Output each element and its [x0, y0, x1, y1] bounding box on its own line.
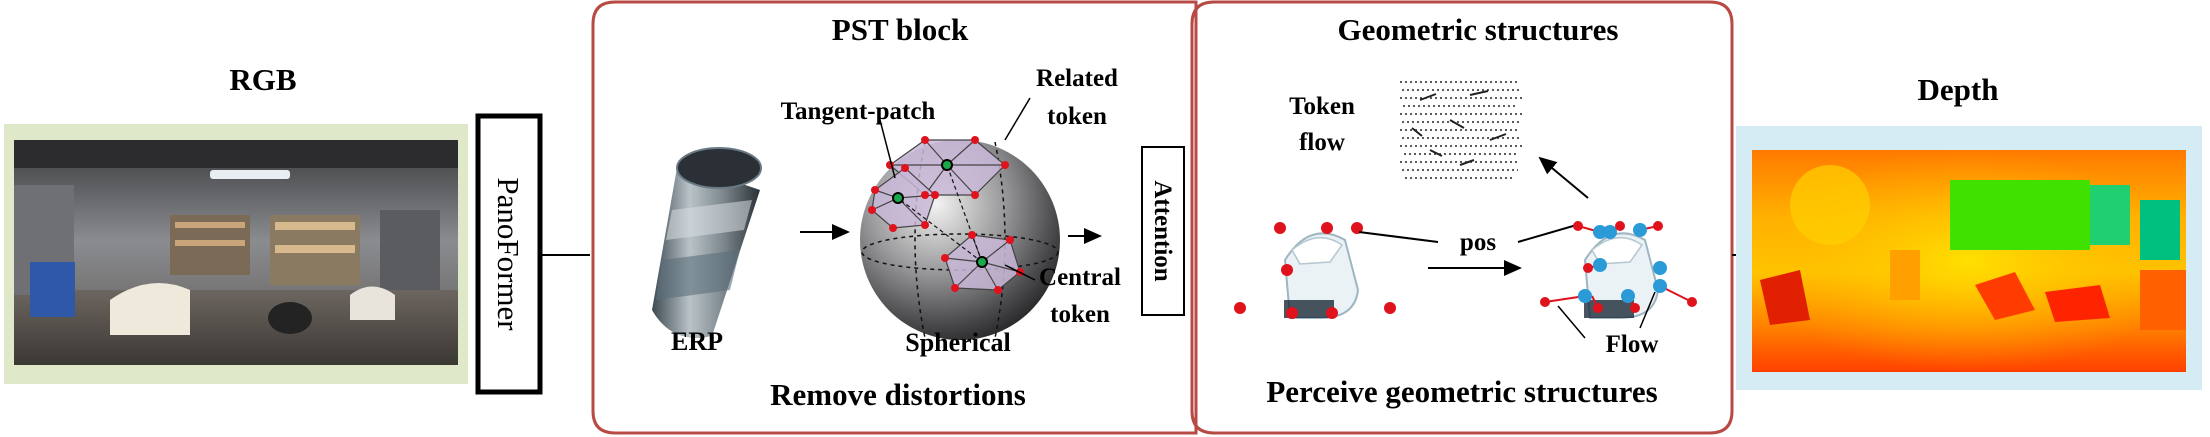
tangent-patch-callout	[879, 119, 896, 179]
spherical-projection	[860, 136, 1060, 340]
erp-cylinder-image	[652, 147, 762, 338]
central-token-label-line2: token	[1050, 301, 1110, 328]
token-flow-label-line1: Token	[1289, 93, 1355, 120]
flow-label: Flow	[1606, 331, 1659, 358]
attention-label: Attention	[1149, 180, 1176, 281]
rgb-title: RGB	[229, 62, 296, 97]
central-token-callout	[1004, 264, 1036, 281]
depth-map-image	[1736, 126, 2202, 390]
rgb-panorama-image	[4, 124, 468, 384]
tangent-patch-label: Tangent-patch	[781, 98, 936, 125]
flow-callout-left	[1557, 305, 1586, 339]
pst-block-title: PST block	[832, 12, 969, 47]
geometric-structures-title: Geometric structures	[1338, 12, 1619, 47]
central-token-label-line1: Central	[1039, 264, 1121, 291]
token-flow-label-line2: flow	[1299, 129, 1345, 156]
token-flow-field-image	[1396, 70, 1526, 190]
flow-callout-right	[1639, 291, 1656, 329]
pst-block-caption: Remove distortions	[770, 377, 1026, 412]
related-token-label-line2: token	[1047, 103, 1107, 130]
panoformer-label: PanoFormer	[491, 177, 526, 331]
attention-box: Attention	[1141, 146, 1185, 316]
spherical-label: Spherical	[905, 328, 1010, 357]
erp-label: ERP	[671, 327, 723, 356]
chair-initial-positions	[1234, 222, 1396, 319]
to-token-flow-arrow	[1538, 156, 1589, 199]
related-token-callout	[1004, 97, 1031, 141]
pst-block-frame	[591, 0, 1198, 435]
depth-title: Depth	[1918, 72, 1999, 107]
pos-connector-right	[1517, 223, 1581, 243]
geometric-structures-caption: Perceive geometric structures	[1266, 374, 1657, 409]
pos-label: pos	[1460, 229, 1496, 256]
chair-flow-positions	[1540, 221, 1697, 319]
pos-connector	[1358, 231, 1439, 243]
related-token-label-line1: Related	[1036, 65, 1118, 92]
geometric-structures-frame	[1190, 0, 1734, 435]
panoformer-box: PanoFormer	[475, 113, 543, 395]
